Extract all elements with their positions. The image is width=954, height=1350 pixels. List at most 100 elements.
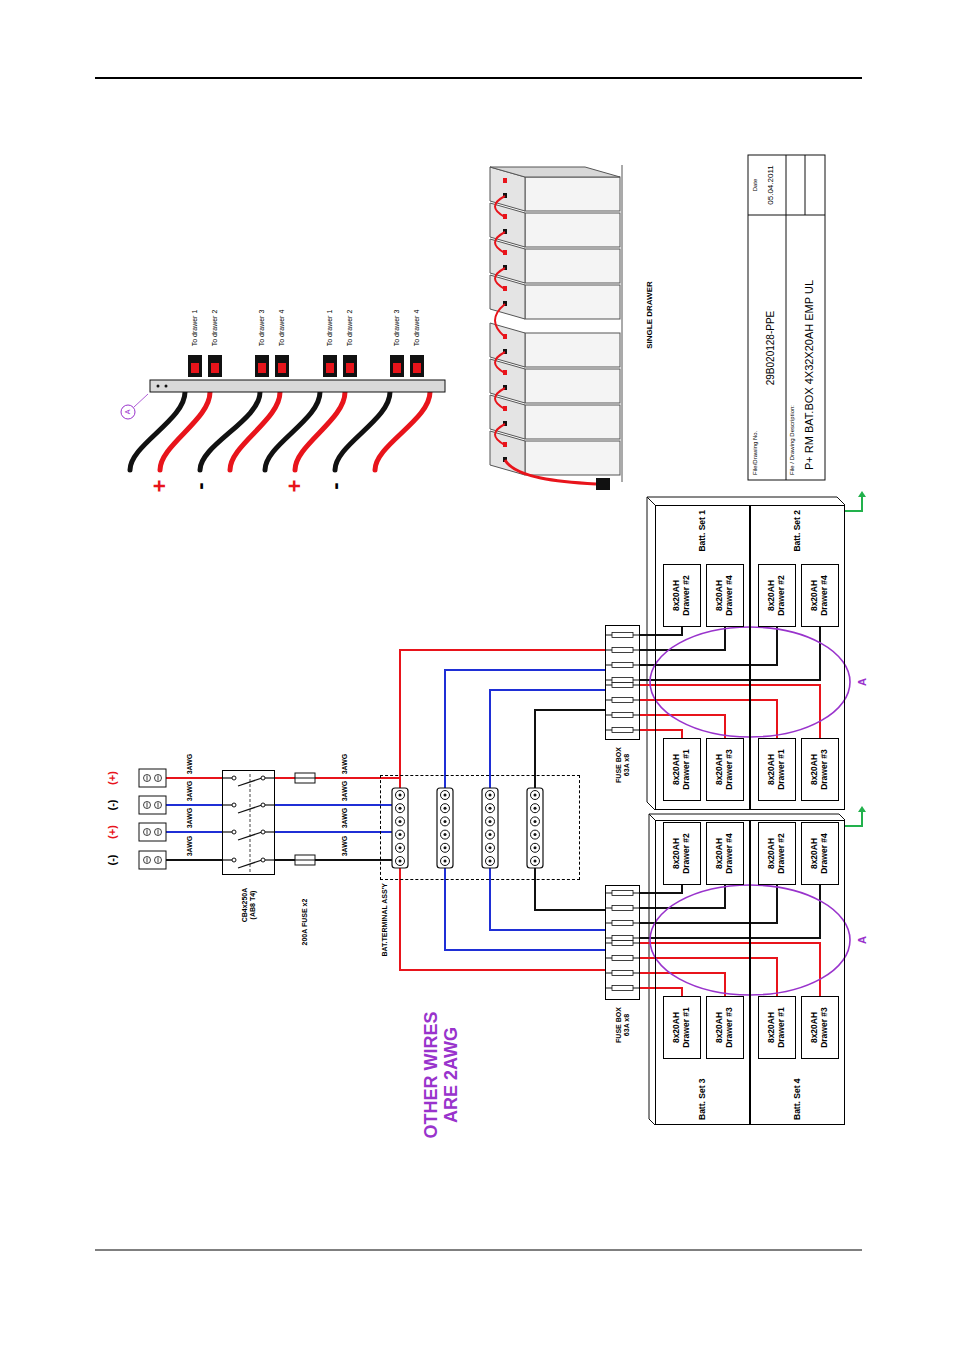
drawer-label: 8x20AH Drawer #4: [715, 573, 735, 619]
fuse-63a: [612, 941, 633, 946]
drawer-connector: [390, 355, 404, 377]
terminal-stud-core: [444, 833, 447, 836]
cable-3awg: [166, 859, 222, 861]
bar-hole: [157, 385, 160, 388]
battery-side: [490, 167, 620, 177]
terminal-stud: [531, 817, 540, 826]
fuse-box: FUSE BOX 63A x8: [605, 625, 640, 740]
terminal-stud: [486, 830, 495, 839]
terminal-polarity: (+): [106, 825, 118, 839]
wire-gauge: 3AWG: [341, 836, 349, 857]
terminal-stud-core: [399, 794, 402, 797]
terminal-screw: [144, 857, 151, 864]
battery-drawer: 8x20AH Drawer #3: [801, 996, 839, 1059]
drawer-plug: [596, 478, 610, 490]
terminal-polarity: (-): [106, 855, 118, 866]
battery-drawer: 8x20AH Drawer #1: [663, 996, 701, 1059]
drawer-cable: [335, 392, 390, 470]
fuse-box: FUSE BOX 63A x8: [605, 885, 640, 1000]
terminal-stud: [441, 817, 450, 826]
label-holder: To drawer 2: [211, 310, 219, 347]
connector-bar: [150, 380, 445, 392]
drawer-label: 8x20AH Drawer #3: [810, 747, 830, 793]
wire-gauge: 3AWG: [341, 808, 349, 829]
power-cable: [640, 885, 820, 938]
battery-drawer: 8x20AH Drawer #4: [706, 822, 744, 885]
power-cable: [640, 685, 820, 738]
breaker-contact: [261, 776, 265, 780]
drawer-label: 8x20AH Drawer #2: [672, 573, 692, 619]
terminal-stud-core: [489, 794, 492, 797]
battery-front: [525, 333, 620, 367]
cable-2awg: [445, 868, 605, 950]
screw-slot: [147, 858, 148, 863]
terminal-stud-core: [444, 807, 447, 810]
drawer-connector-pin: [211, 363, 219, 373]
label-holder: SINGLE DRAWER: [646, 281, 655, 349]
drawer-label: 8x20AH Drawer #3: [715, 747, 735, 793]
drawer-connector: [188, 355, 202, 377]
drawer-cable: [375, 392, 430, 470]
power-cable: [640, 988, 682, 996]
label-holder: To drawer 4: [413, 310, 421, 347]
drawer-connector-pin: [278, 363, 286, 373]
label-holder: CB4x250A (AB8 T4): [240, 880, 256, 930]
battery-front: [525, 369, 620, 403]
terminal-stud-core: [534, 794, 537, 797]
wire-gauge: 3AWG: [186, 836, 194, 857]
cable-2awg: [490, 868, 605, 930]
drawer-label: 8x20AH Drawer #1: [672, 747, 692, 793]
power-cable: [640, 943, 820, 996]
screw-slot: [147, 830, 148, 835]
power-cable: [640, 885, 777, 923]
wire-gauge: 3AWG: [341, 754, 349, 775]
fuse-63a: [612, 956, 633, 961]
label-holder: Batt. Set 3: [698, 1078, 708, 1120]
label-holder: 3AWG: [186, 808, 194, 829]
label-holder: OTHER WIRES ARE 2AWG: [422, 1005, 462, 1145]
power-cable: [640, 973, 725, 996]
drawer-label: 8x20AH Drawer #3: [810, 1005, 830, 1051]
screw-slot: [158, 858, 159, 863]
terminal-screw: [144, 775, 151, 782]
label-holder: 05.04.2011: [767, 165, 776, 204]
cable-2awg: [490, 690, 605, 788]
label-holder: To drawer 1: [326, 310, 334, 347]
fuse-63a: [612, 713, 633, 718]
leader-line: [134, 394, 148, 407]
terminal-stud-core: [534, 846, 537, 849]
title-block-cell: 29B020128-PPE: [765, 311, 776, 386]
label-holder: To drawer 4: [278, 310, 286, 347]
drawer-connector: [323, 355, 337, 377]
terminal-stud: [531, 857, 540, 866]
cable-2awg: [534, 775, 536, 788]
breaker-lead: [222, 831, 232, 832]
battery-link: [495, 196, 505, 217]
drawer-tray: [622, 165, 623, 482]
battery-drawer: 8x20AH Drawer #4: [801, 564, 839, 627]
cable-2awg: [400, 650, 605, 788]
terminal-stud: [396, 857, 405, 866]
battery-link: [495, 304, 505, 337]
label-holder: (-): [106, 855, 118, 866]
label-holder: 3AWG: [186, 781, 194, 802]
breaker-lead: [265, 859, 275, 860]
breaker-contact: [261, 858, 265, 862]
circuit-breaker: CB4x250A (AB8 T4): [222, 770, 275, 875]
breaker-contact: [261, 803, 265, 807]
terminal-stud: [486, 857, 495, 866]
label-holder: +: [148, 480, 172, 493]
label-holder: Date: [752, 179, 759, 192]
terminal-stud: [486, 843, 495, 852]
label-holder: P+ RM BAT.BOX 4X32X20AH EMP UL: [803, 280, 815, 470]
label-holder: -: [188, 482, 212, 489]
drawer-label: 8x20AH Drawer #2: [767, 573, 787, 619]
screw-slot: [147, 803, 148, 808]
breaker-lead: [222, 804, 232, 805]
battery-drawer: 8x20AH Drawer #2: [663, 822, 701, 885]
cable-3awg: [380, 778, 400, 788]
cable-2awg: [445, 670, 605, 788]
title-block-rule: [786, 155, 787, 480]
drawer-label: 8x20AH Drawer #2: [672, 831, 692, 877]
